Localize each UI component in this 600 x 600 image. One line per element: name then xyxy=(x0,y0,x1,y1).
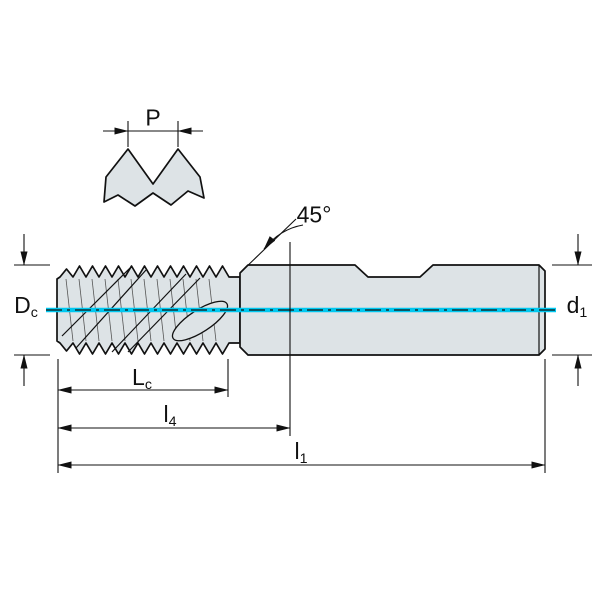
d1-label: d1 xyxy=(566,291,588,321)
lc-label: Lc xyxy=(132,363,152,393)
l1-label: l1 xyxy=(294,437,308,467)
d1-dimension-lines xyxy=(552,234,592,386)
thread-profile-detail xyxy=(103,148,205,207)
l4-label: l4 xyxy=(163,400,177,430)
lc-dimension-lines xyxy=(57,359,229,473)
l1-dimension-lines xyxy=(57,359,546,473)
dc-label: Dc xyxy=(14,291,38,321)
l4-dimension-lines xyxy=(57,242,291,436)
chamfer-annotation xyxy=(241,218,304,272)
pitch-label: P xyxy=(145,104,161,131)
angle-label: 45° xyxy=(296,201,332,228)
dc-dimension-lines xyxy=(14,234,50,386)
pitch-dimension xyxy=(103,121,203,147)
